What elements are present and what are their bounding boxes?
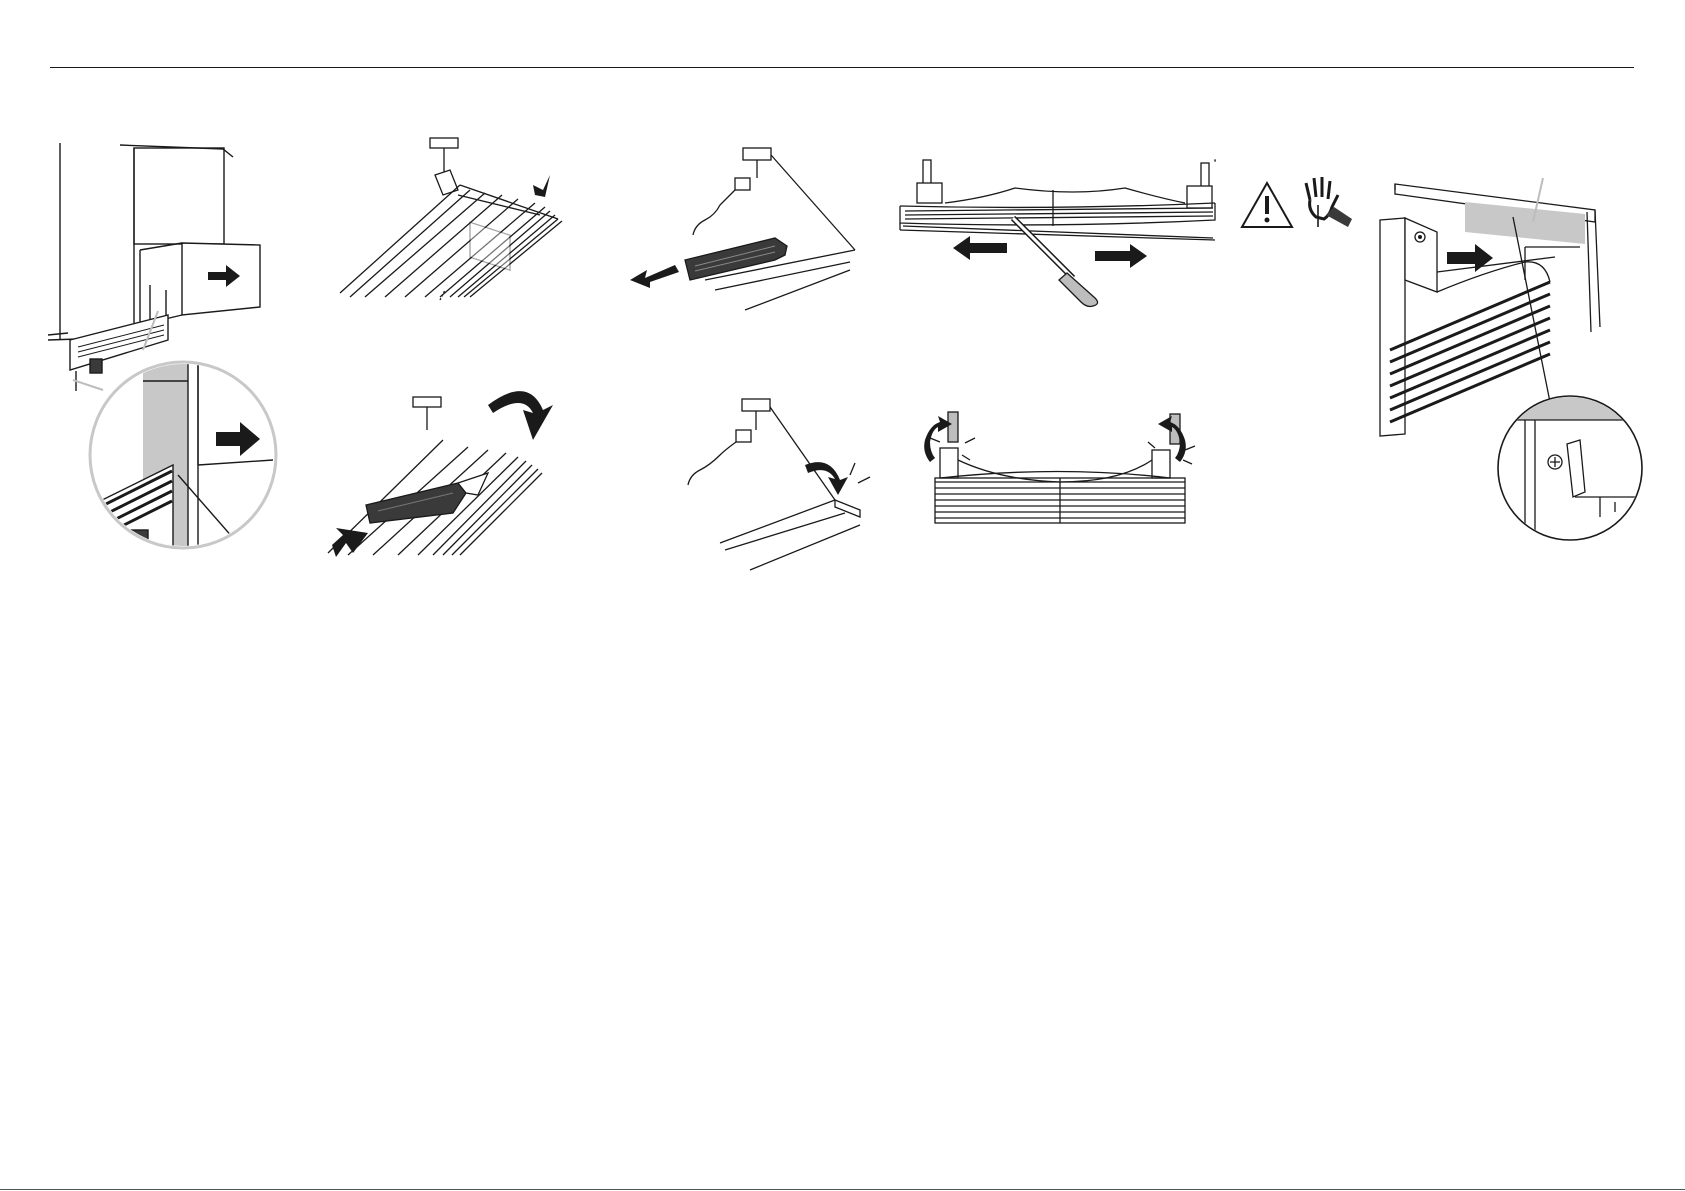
footer-rule [0,1189,1685,1190]
figure-step-4a [895,148,1220,308]
figure-step-3a [625,140,865,315]
warning-triangle-icon [1240,180,1295,230]
figure-step-5 [1375,172,1640,552]
hand-caution-icon [1300,175,1355,235]
figure-step-1 [48,135,298,575]
figure-step-3b [670,395,880,570]
figure-step-4b [900,410,1215,545]
header-rule [50,67,1634,68]
figure-step-2a [340,135,570,305]
figure-step-2b [328,385,573,565]
